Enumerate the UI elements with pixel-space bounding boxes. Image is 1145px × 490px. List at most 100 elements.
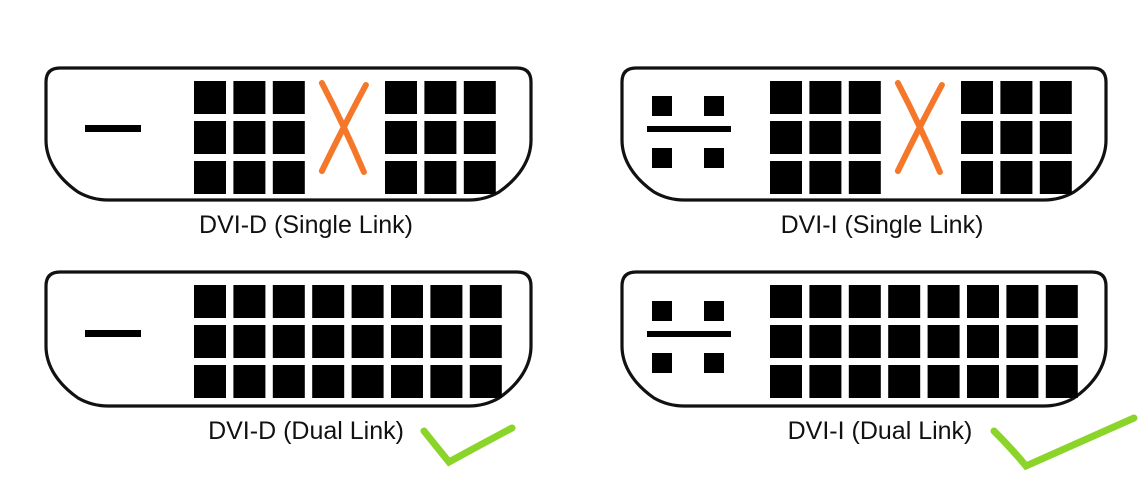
pin [967, 365, 999, 398]
pin-grid [770, 81, 1072, 194]
connector-shell [44, 66, 533, 202]
pin [469, 365, 502, 398]
pin [272, 121, 305, 154]
connector-dvi-d-dual [44, 270, 533, 467]
pin [469, 325, 502, 358]
caption-dvi-i-dual: DVI-I (Dual Link) [787, 417, 973, 445]
pin [809, 161, 842, 194]
pin [770, 325, 802, 358]
pin [1000, 81, 1033, 114]
pin [312, 365, 345, 398]
pin [888, 285, 921, 318]
pin [1039, 161, 1072, 194]
pin [194, 161, 226, 194]
pin [424, 81, 457, 114]
pin [430, 365, 463, 398]
connector-dvi-d-single [44, 66, 533, 202]
pin [809, 325, 842, 358]
analog-pin [652, 353, 672, 373]
flat-blade [85, 330, 141, 337]
pin [391, 365, 423, 398]
pin [233, 81, 266, 114]
orange-x-mark-icon [894, 80, 945, 175]
pin [272, 365, 305, 398]
connector-dvi-i-dual [620, 270, 1138, 471]
pin [351, 325, 384, 358]
pin [770, 365, 802, 398]
pin [848, 121, 881, 154]
pin [424, 161, 457, 194]
pin [770, 285, 802, 318]
flat-blade [85, 125, 141, 132]
pin [927, 365, 960, 398]
pin [967, 325, 999, 358]
pin [430, 325, 463, 358]
pin [848, 325, 881, 358]
caption-dvi-d-single: DVI-D (Single Link) [199, 211, 413, 239]
pin [233, 285, 266, 318]
pin [1039, 81, 1072, 114]
pin [809, 81, 842, 114]
pin [272, 325, 305, 358]
pin [848, 81, 881, 114]
pin [770, 81, 802, 114]
pin [430, 285, 463, 318]
pin [233, 365, 266, 398]
pin [233, 325, 266, 358]
pin [770, 121, 802, 154]
pin [967, 285, 999, 318]
pin [272, 285, 305, 318]
pin [463, 121, 496, 154]
pin [1006, 285, 1039, 318]
pin [1006, 365, 1039, 398]
analog-pin [652, 96, 672, 116]
pin [272, 81, 305, 114]
pin [391, 285, 423, 318]
pin [385, 121, 417, 154]
pin [424, 121, 457, 154]
pin [469, 285, 502, 318]
connector-dvi-i-single [620, 66, 1108, 202]
pin [1000, 161, 1033, 194]
pin [888, 325, 921, 358]
pin [770, 161, 802, 194]
pin [961, 161, 993, 194]
pin [809, 365, 842, 398]
pin [888, 365, 921, 398]
analog-blade-pins [647, 301, 731, 373]
pin [927, 325, 960, 358]
pin [233, 161, 266, 194]
pin [233, 121, 266, 154]
pin [809, 285, 842, 318]
pin [385, 81, 417, 114]
connector-shell [620, 66, 1108, 202]
pin [961, 121, 993, 154]
analog-blade-pins [647, 96, 731, 168]
green-check-mark-icon [420, 424, 516, 467]
pin [463, 81, 496, 114]
analog-pin [704, 353, 724, 373]
pin [463, 161, 496, 194]
pin [809, 121, 842, 154]
analog-pin [704, 96, 724, 116]
pin [194, 285, 226, 318]
pin [1006, 325, 1039, 358]
pin-grid [194, 81, 496, 194]
pin [1045, 285, 1078, 318]
flat-blade [647, 331, 731, 337]
pin [961, 81, 993, 114]
pin [1039, 121, 1072, 154]
orange-x-mark-icon [318, 80, 369, 175]
pin [194, 121, 226, 154]
caption-dvi-i-single: DVI-I (Single Link) [780, 211, 984, 239]
pin [351, 285, 384, 318]
green-check-mark-icon [990, 414, 1138, 471]
analog-pin [652, 148, 672, 168]
analog-pin [704, 148, 724, 168]
pin [194, 365, 226, 398]
caption-dvi-d-dual: DVI-D (Dual Link) [208, 417, 404, 445]
pin [272, 161, 305, 194]
pin [848, 365, 881, 398]
pin [927, 285, 960, 318]
